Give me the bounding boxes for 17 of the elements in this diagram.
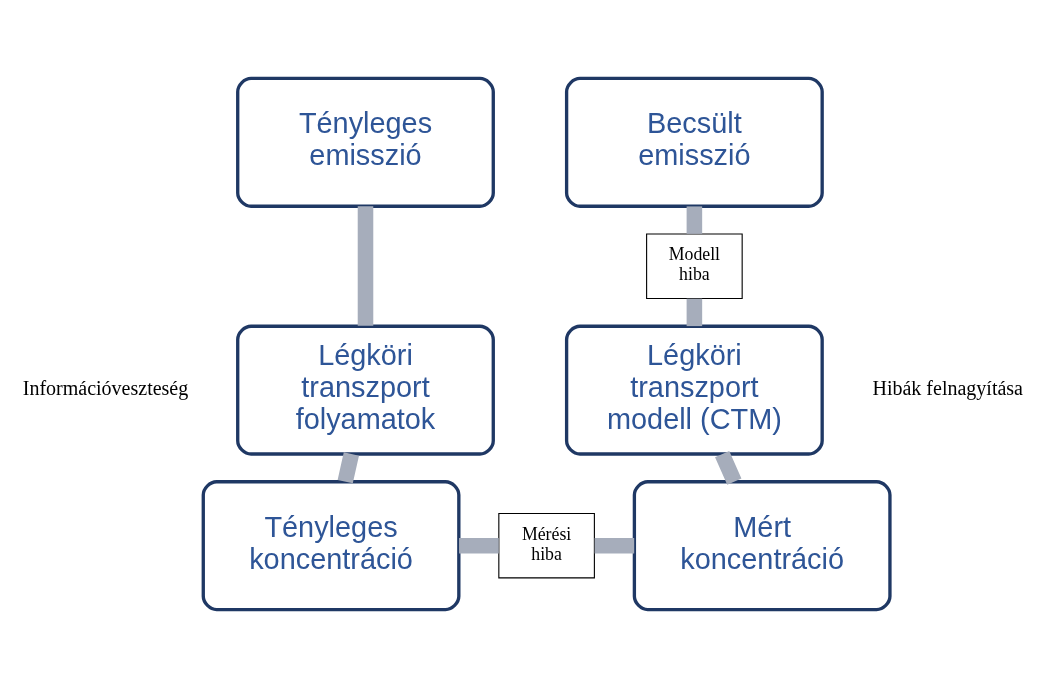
- connector: [459, 537, 499, 554]
- node-box: Modell hiba: [646, 233, 743, 299]
- label: Információveszteség: [22, 377, 189, 399]
- connector: [357, 206, 374, 326]
- node-box: Becsült emisszió: [564, 76, 824, 208]
- node-box: Tényleges emisszió: [236, 76, 495, 208]
- label: Hibák felnagyítása: [872, 377, 1023, 399]
- node-box: Légköri transzport modell (CTM): [564, 324, 824, 456]
- connector: [337, 452, 359, 484]
- node-box: Mérési hiba: [498, 512, 595, 579]
- connector: [686, 298, 703, 327]
- connector: [715, 450, 742, 485]
- node-box: Tényleges koncentráció: [201, 480, 461, 612]
- connector: [686, 206, 703, 234]
- node-box: Légköri transzport folyamatok: [236, 324, 495, 456]
- node-box: Mért koncentráció: [632, 480, 892, 612]
- connector: [594, 537, 635, 554]
